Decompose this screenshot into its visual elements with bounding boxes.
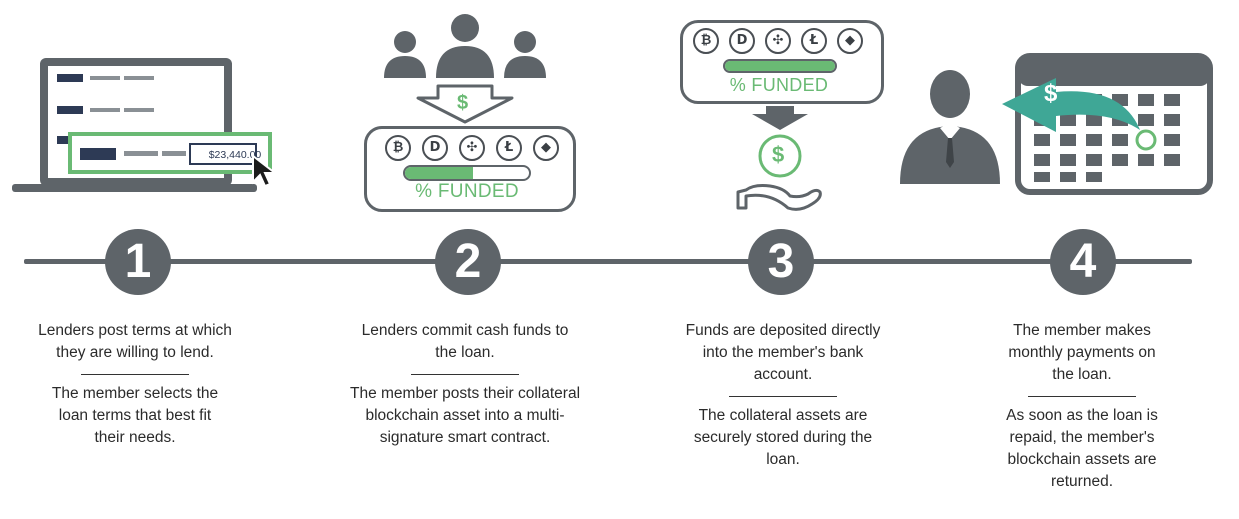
hand-dollar-icon — [736, 106, 822, 211]
member-calendar-icon — [900, 53, 1213, 195]
funded-label: % FUNDED — [415, 181, 519, 202]
dollar-sign-arrow: $ — [457, 92, 469, 114]
step-4-text-bottom: As soon as the loan is repaid, the membe… — [1006, 407, 1158, 490]
step-1-text-top: Lenders post terms at which they are wil… — [38, 322, 232, 361]
step-3-number: 3 — [748, 229, 814, 295]
deposit-illustration: $ — [730, 104, 830, 214]
step-2-divider — [411, 374, 519, 375]
lenders-group-icon — [384, 14, 546, 124]
funded-pill-3: ₿ D ✣ Ł ◆ % FUNDED — [680, 20, 884, 104]
step-4-text-top: The member makes monthly payments on the… — [1008, 322, 1156, 383]
laptop-illustration: $23,440.00 — [12, 58, 278, 198]
bitcoin-icon: ₿ — [693, 28, 719, 54]
dash-icon: D — [729, 28, 755, 54]
step-4-description: The member makes monthly payments on the… — [967, 320, 1197, 493]
dollar-sign-arrow: $ — [1044, 80, 1058, 107]
ripple-icon: ✣ — [459, 135, 485, 161]
dash-icon: D — [422, 135, 448, 161]
step-3-text-bottom: The collateral assets are securely store… — [693, 407, 873, 468]
cursor-icon — [252, 154, 278, 188]
bitcoin-icon: ₿ — [385, 135, 411, 161]
step-4-number: 4 — [1050, 229, 1116, 295]
litecoin-icon: Ł — [801, 28, 827, 54]
funding-progress-fill — [405, 167, 474, 179]
dollar-sign-coin: $ — [772, 142, 785, 167]
step-4-divider — [1028, 396, 1136, 397]
step-2-description: Lenders commit cash funds to the loan. T… — [350, 320, 580, 449]
ripple-icon: ✣ — [765, 28, 791, 54]
step-3-text-top: Funds are deposited directly into the me… — [685, 322, 881, 383]
step-1-divider — [81, 374, 189, 375]
funded-pill-2: ₿ D ✣ Ł ◆ % FUNDED — [364, 126, 576, 212]
lenders-illustration: $ — [360, 6, 580, 211]
step-3-divider — [729, 396, 837, 397]
step-3-description: Funds are deposited directly into the me… — [668, 320, 898, 471]
funding-progress-bar — [723, 59, 837, 73]
litecoin-icon: Ł — [496, 135, 522, 161]
step-1-text-bottom: The member selects the loan terms that b… — [51, 385, 219, 446]
step-2-text-top: Lenders commit cash funds to the loan. — [361, 322, 569, 361]
step-1-number: 1 — [105, 229, 171, 295]
step-1-description: Lenders post terms at which they are wil… — [20, 320, 250, 449]
timeline-line — [24, 259, 1192, 264]
ethereum-icon: ◆ — [837, 28, 863, 54]
loan-amount-label: $23,440.00 — [208, 149, 262, 161]
step-2-number: 2 — [435, 229, 501, 295]
step-2-text-bottom: The member posts their collateral blockc… — [350, 385, 581, 446]
laptop-icon — [12, 58, 272, 192]
funding-progress-bar — [403, 165, 531, 181]
funded-label: % FUNDED — [729, 75, 829, 95]
repayment-illustration: $ — [896, 52, 1216, 197]
ethereum-icon: ◆ — [533, 135, 559, 161]
funding-progress-fill — [725, 61, 835, 71]
